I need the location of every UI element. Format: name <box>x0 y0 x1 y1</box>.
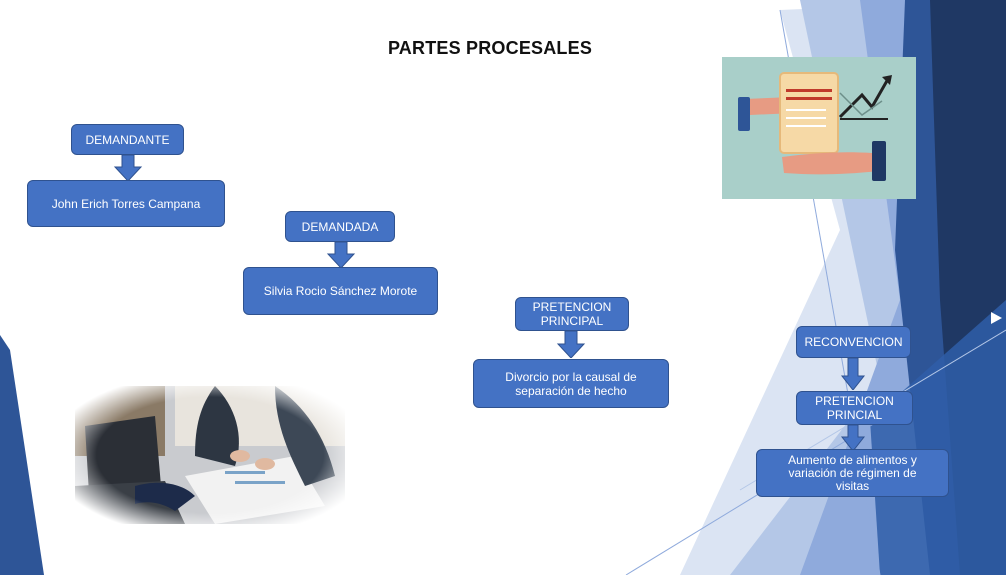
down-arrow-icon <box>840 358 866 390</box>
reconvencion-label-box: RECONVENCION <box>796 326 911 358</box>
demandante-name-box: John Erich Torres Campana <box>27 180 225 227</box>
pretension-value-box: Divorcio por la causal de separación de … <box>473 359 669 408</box>
page-title: PARTES PROCESALES <box>387 38 593 58</box>
demandante-label-box: DEMANDANTE <box>71 124 184 155</box>
down-arrow-icon <box>326 242 356 268</box>
slide-nav-arrow-icon <box>991 312 1002 324</box>
right-decor-lower <box>870 300 1006 575</box>
reconv-pretension-value-box: Aumento de alimentos y variación de régi… <box>756 449 949 497</box>
down-arrow-icon <box>840 425 866 451</box>
down-arrow-icon <box>113 155 143 181</box>
decor-line-2 <box>625 419 881 575</box>
down-arrow-icon <box>556 331 586 358</box>
left-decor-shape <box>0 335 44 575</box>
business-meeting-photo <box>75 386 345 524</box>
demandada-label-box: DEMANDADA <box>285 211 395 242</box>
demandada-name-box: Silvia Rocio Sánchez Morote <box>243 267 438 315</box>
reconv-pretension-label-box: PRETENCION PRINCIAL <box>796 391 913 425</box>
pretension-label-box: PRETENCION PRINCIPAL <box>515 297 629 331</box>
document-handover-icon <box>722 57 916 199</box>
